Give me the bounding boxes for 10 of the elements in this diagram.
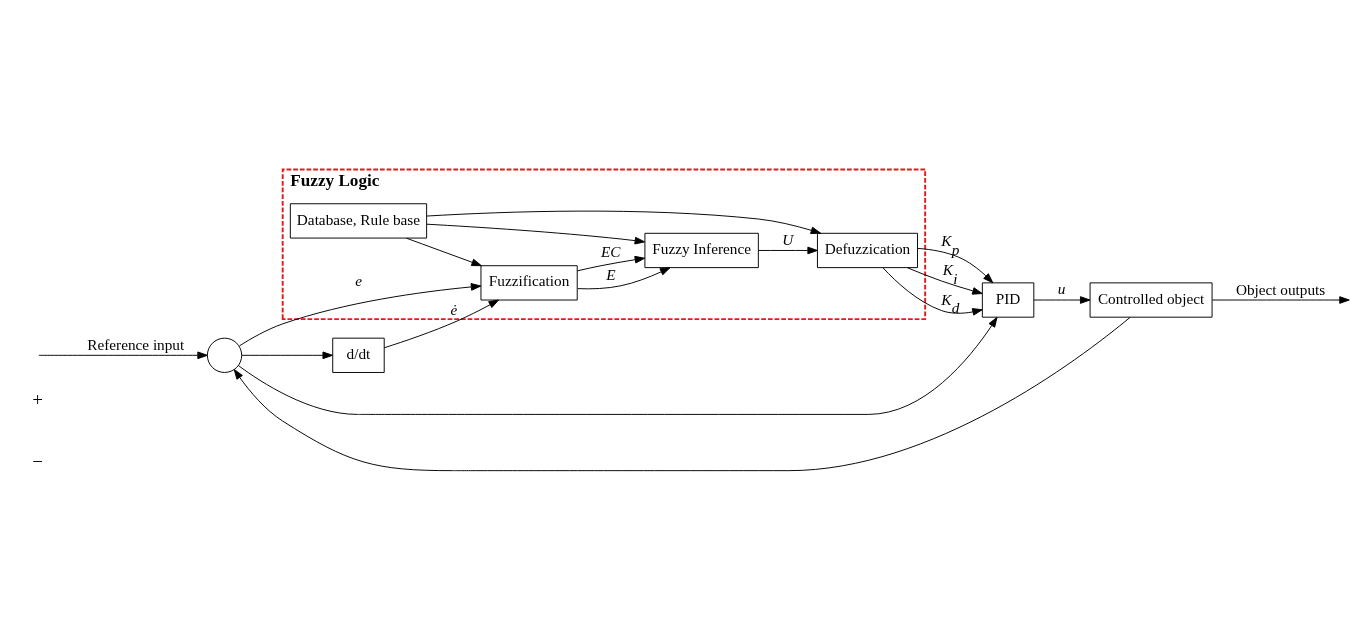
edge-label: ė [450, 300, 458, 318]
edge-label: E [606, 265, 616, 283]
edge-label: u [1057, 279, 1066, 297]
edge-label: U [782, 230, 794, 248]
label: + [32, 388, 44, 410]
edge-label: EC [601, 242, 621, 260]
label: − [32, 450, 44, 472]
edge-label: e [355, 271, 362, 289]
edge-label: Reference input [87, 335, 185, 353]
edge-label: Object outputs [1235, 280, 1326, 298]
